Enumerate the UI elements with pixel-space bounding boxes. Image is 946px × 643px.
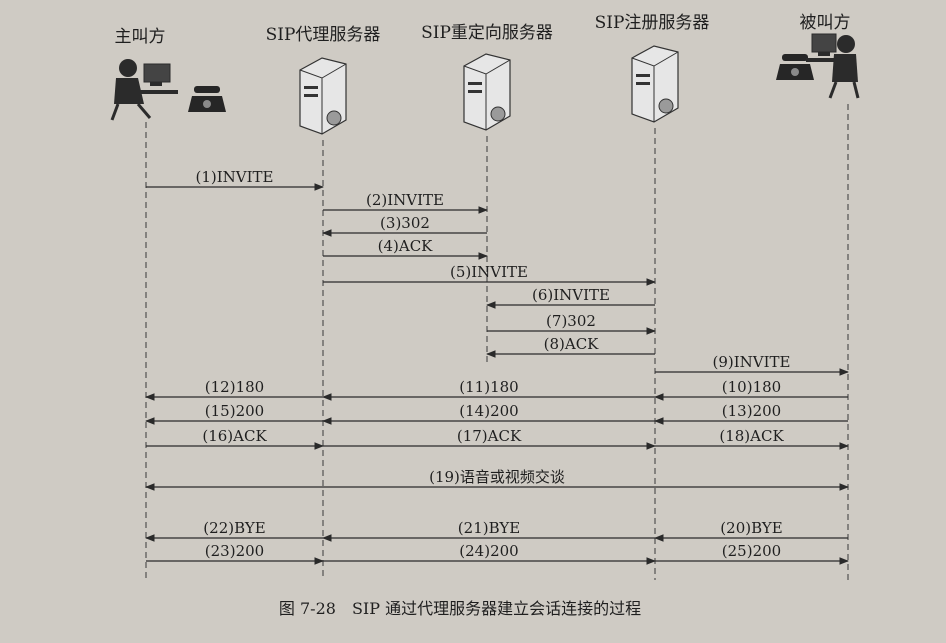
message-label-18: (18)ACK <box>719 427 784 445</box>
actor-name-redirect: SIP重定向服务器 <box>421 23 553 43</box>
message-label-17: (17)ACK <box>457 427 522 445</box>
message-label-5: (5)INVITE <box>450 263 528 281</box>
redirect-server-icon <box>463 53 511 131</box>
message-label-11: (11)180 <box>459 378 518 396</box>
message-label-7: (7)302 <box>546 312 596 330</box>
callee-telephone-icon <box>776 54 814 80</box>
message-label-22: (22)BYE <box>203 519 265 537</box>
caller-person-icon <box>110 59 178 121</box>
figure-caption: 图 7-28 SIP 通过代理服务器建立会话连接的过程 <box>279 599 641 618</box>
message-label-15: (15)200 <box>205 402 264 420</box>
caller-telephone-icon <box>188 86 226 112</box>
actor-name-caller: 主叫方 <box>115 27 166 47</box>
actor-name-registrar: SIP注册服务器 <box>595 13 710 33</box>
actor-name-callee: 被叫方 <box>800 13 851 33</box>
message-label-19: (19)语音或视频交谈 <box>429 468 565 486</box>
message-label-2: (2)INVITE <box>366 191 444 209</box>
message-label-10: (10)180 <box>722 378 781 396</box>
message-group: (1)INVITE(2)INVITE(3)302(4)ACK(5)INVITE(… <box>145 168 849 565</box>
message-label-16: (16)ACK <box>202 427 267 445</box>
proxy-server-icon <box>299 57 347 135</box>
message-label-12: (12)180 <box>205 378 264 396</box>
message-label-24: (24)200 <box>459 542 518 560</box>
registrar-server-icon <box>631 45 679 123</box>
message-label-9: (9)INVITE <box>712 353 790 371</box>
message-label-13: (13)200 <box>722 402 781 420</box>
message-label-23: (23)200 <box>205 542 264 560</box>
message-label-20: (20)BYE <box>720 519 782 537</box>
message-label-14: (14)200 <box>459 402 518 420</box>
message-label-1: (1)INVITE <box>195 168 273 186</box>
message-label-8: (8)ACK <box>544 335 600 353</box>
actor-name-proxy: SIP代理服务器 <box>266 25 381 45</box>
message-label-3: (3)302 <box>380 214 430 232</box>
message-label-6: (6)INVITE <box>532 286 610 304</box>
message-label-4: (4)ACK <box>378 237 434 255</box>
message-label-25: (25)200 <box>722 542 781 560</box>
message-label-21: (21)BYE <box>458 519 520 537</box>
callee-person-icon <box>806 33 860 99</box>
